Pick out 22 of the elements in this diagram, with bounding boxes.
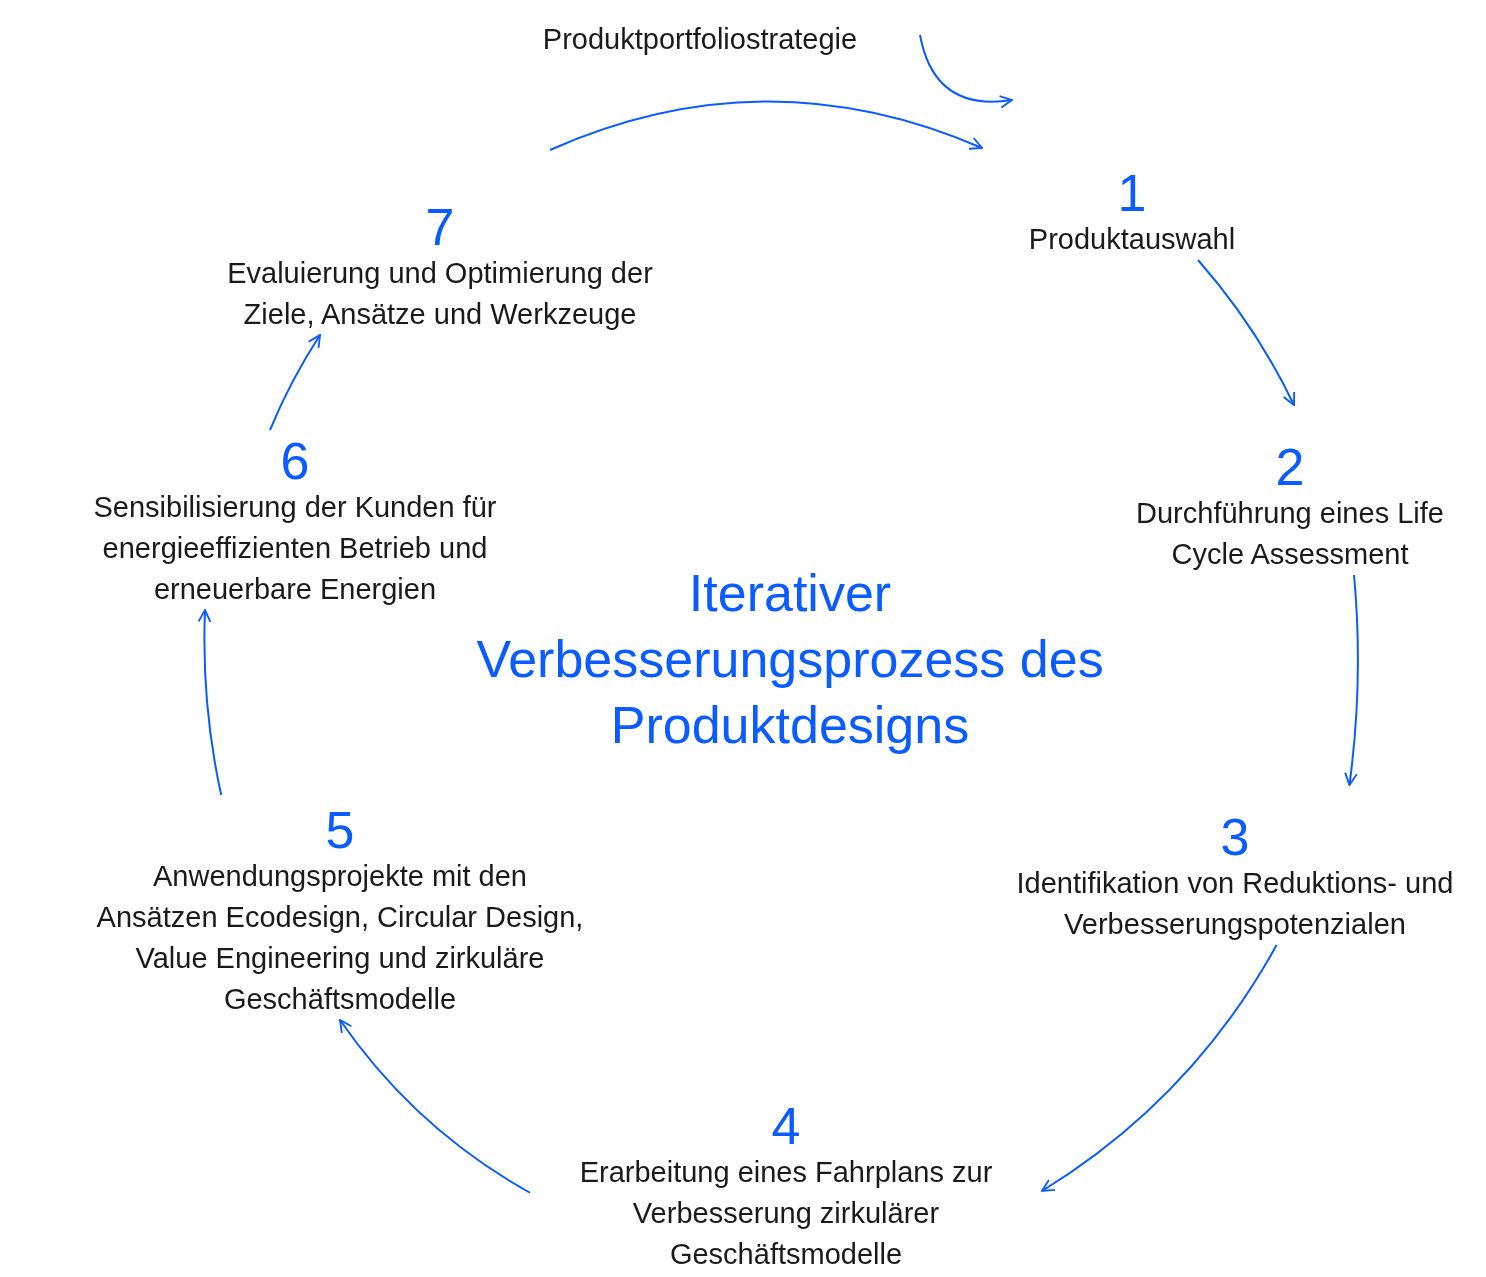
step-number: 4 — [771, 1100, 801, 1152]
step-description: Erarbeitung eines Fahrplans zur Verbesserung zirkulärer Geschäftsmodelle — [578, 1155, 994, 1272]
arrow — [339, 1019, 531, 1194]
arrow — [919, 34, 1013, 109]
step-description: Anwendungsprojekte mit den Ansätzen Ecodesign, Circular Design, Value Engineering und zirkuläre Geschäftsmodelle — [95, 859, 585, 1017]
input-label: Produktportfoliostrategie — [542, 22, 858, 57]
step-number: 1 — [1117, 167, 1147, 219]
arrow — [197, 609, 223, 796]
step-description: Identifikation von Reduktions- und Verbesserungspotenzialen — [1015, 866, 1455, 942]
arrow — [1041, 944, 1278, 1192]
arrow — [549, 100, 983, 151]
step-description: Durchführung eines Life Cycle Assessment — [1135, 496, 1445, 572]
arrow — [269, 334, 321, 431]
step-number: 5 — [325, 804, 355, 856]
step-number: 2 — [1275, 441, 1305, 493]
arrow — [1197, 259, 1295, 406]
step-description: Produktauswahl — [1028, 222, 1236, 257]
arrow — [1344, 574, 1359, 786]
step-number: 3 — [1220, 811, 1250, 863]
step-description: Evaluierung und Optimierung der Ziele, Ansätze und Werkzeuge — [226, 256, 654, 332]
step-number: 7 — [425, 201, 455, 253]
step-number: 6 — [280, 435, 310, 487]
